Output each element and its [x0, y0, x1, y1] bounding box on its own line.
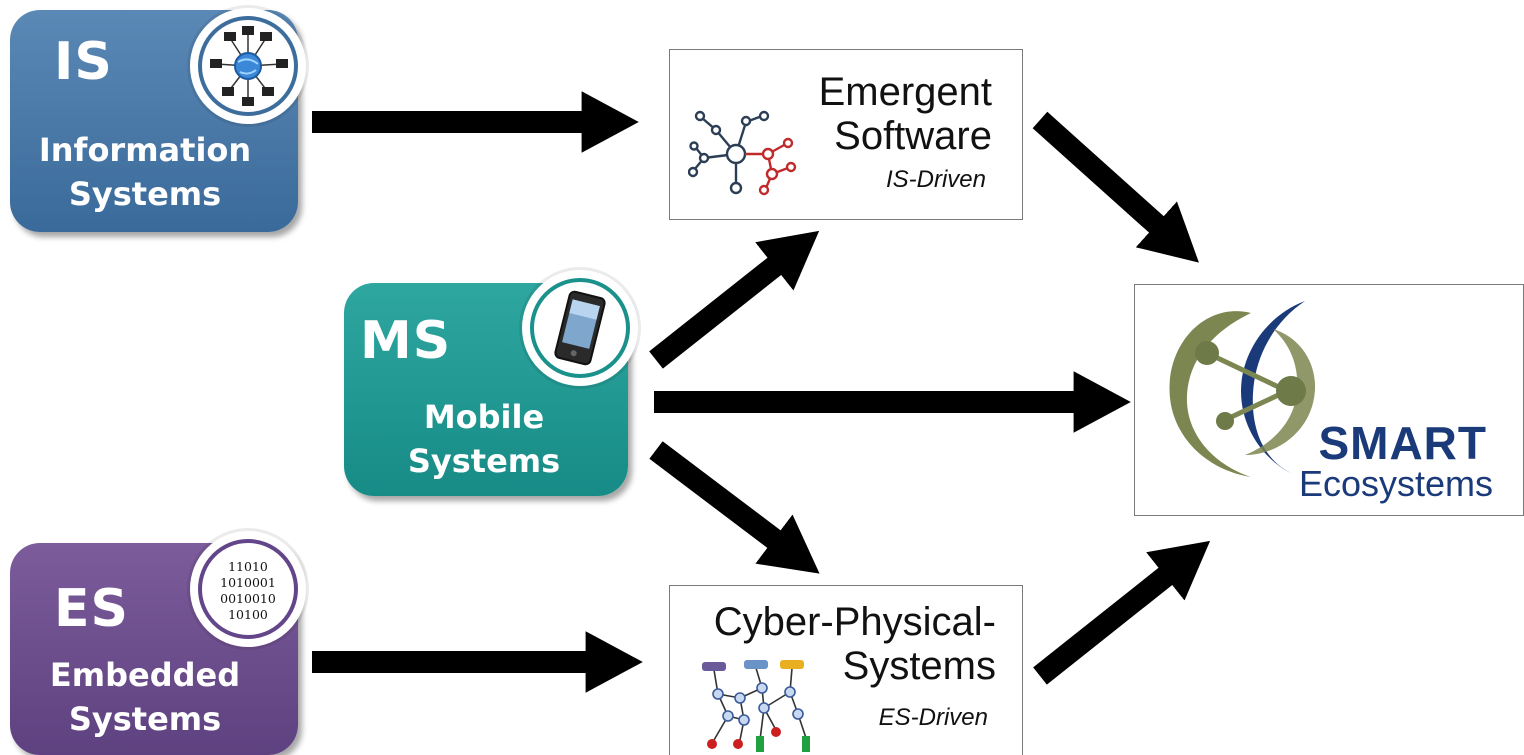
binary-line: 0010010 — [220, 591, 276, 606]
node-label-is: Information Systems — [10, 128, 280, 216]
node-label-line2: Systems — [68, 175, 222, 213]
node-subtitle-smart: Ecosystems — [1298, 463, 1493, 504]
node-abbr-ms: MS — [360, 311, 452, 371]
node-abbr-es: ES — [54, 579, 129, 639]
arrow-ms-to-cps — [649, 441, 820, 574]
smart-ecosystems-node: SMART Ecosystems — [1134, 284, 1524, 516]
binary-line: 1010001 — [220, 575, 276, 590]
node-label-es: Embedded Systems — [10, 653, 280, 741]
cyber-physical-systems-node: Cyber-Physical- Systems ES-Driven — [669, 585, 1023, 755]
node-label-line1: Information — [38, 131, 252, 169]
binary-code-icon: 11010 1010001 0010010 10100 — [190, 531, 306, 647]
smartphone-icon — [522, 270, 638, 386]
node-title-line2: Software — [834, 114, 992, 158]
node-label-ms: Mobile Systems — [384, 395, 584, 483]
node-title-line1: Emergent — [818, 70, 992, 114]
node-title-emergent: Emergent Software — [819, 70, 992, 158]
emergent-software-node: Emergent Software IS-Driven — [669, 49, 1023, 220]
ecosystem-logo-icon — [1169, 301, 1316, 477]
node-subtitle-cps: ES-Driven — [878, 704, 988, 731]
node-label-line2: Systems — [407, 442, 561, 480]
arrow-cps-to-smart — [1033, 540, 1211, 685]
node-title-smart: SMART — [1318, 417, 1487, 469]
node-graph-icon — [688, 110, 797, 196]
sensor-network-icon — [702, 660, 810, 752]
node-label-line1: Embedded — [49, 656, 241, 694]
network-globe-icon — [190, 8, 306, 124]
mobile-systems-node: MS Mobile Systems — [344, 270, 638, 496]
binary-text: 11010 1010001 0010010 10100 — [202, 559, 294, 623]
binary-line: 10100 — [228, 607, 268, 622]
node-abbr-is: IS — [54, 32, 113, 92]
embedded-systems-node: ES Embedded Systems 11010 1010001 001001… — [10, 531, 306, 755]
node-label-line2: Systems — [68, 700, 222, 738]
node-subtitle-emergent: IS-Driven — [885, 166, 986, 193]
node-label-line1: Mobile — [423, 398, 545, 436]
node-title-line2: Systems — [842, 644, 996, 688]
information-systems-node: IS Information Systems — [10, 8, 306, 232]
node-title-line1: Cyber-Physical- — [713, 600, 996, 644]
arrow-ms-to-emergent — [649, 230, 820, 369]
arrow-emergent-to-smart — [1032, 111, 1199, 263]
binary-line: 11010 — [228, 559, 268, 574]
node-title-cps: Cyber-Physical- Systems — [714, 600, 996, 688]
